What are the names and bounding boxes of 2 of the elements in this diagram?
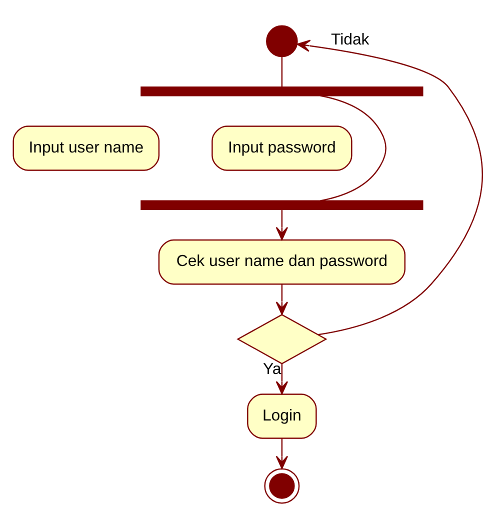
- edge-label: Tidak: [330, 31, 370, 48]
- edge-label: Ya: [263, 361, 282, 378]
